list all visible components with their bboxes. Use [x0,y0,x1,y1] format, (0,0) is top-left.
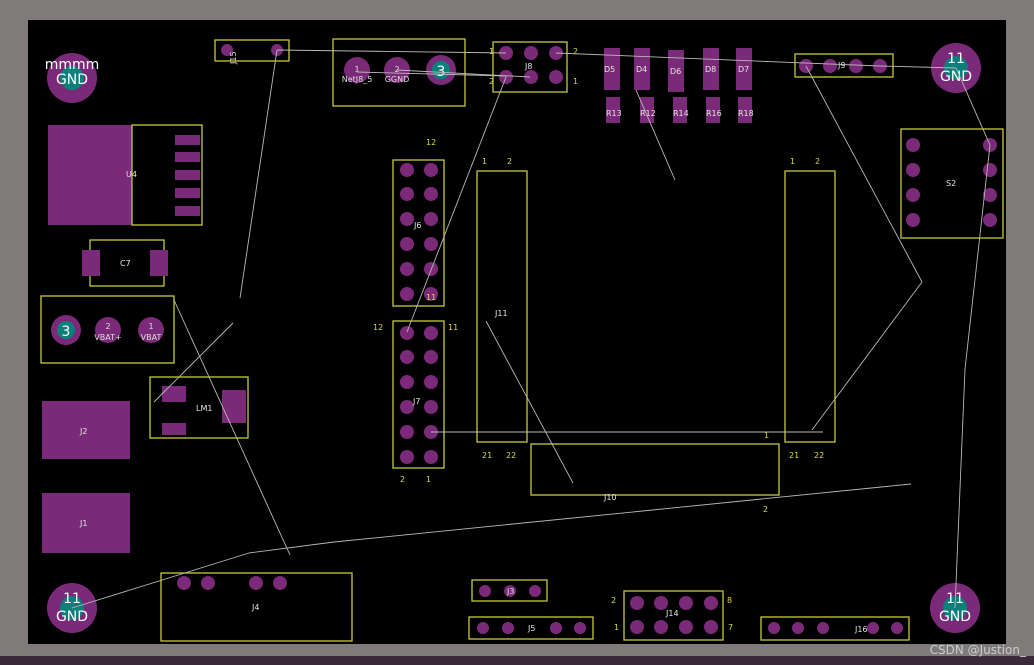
refdes-j16: J16 [854,625,868,634]
j14[interactable]: J14 2 8 1 7 [611,590,733,641]
hole-net: GND [940,69,972,85]
j12-bottom-label: 21 [789,451,799,460]
j10-left-label: 1 [764,431,769,440]
refdes-r14: R14 [673,109,689,118]
j12-bottom-label-2: 22 [814,451,824,460]
j11[interactable]: J11 1 2 21 22 [476,157,528,460]
refdes-j14: J14 [665,609,679,618]
mounting-hole-top-left[interactable]: mmmm GND [45,53,100,103]
pin-label: 2 [394,65,399,74]
refdes-j11: J11 [494,309,508,318]
refdes-lm1: LM1 [196,404,212,413]
j15[interactable]: J15 [214,39,290,65]
refdes-j4: J4 [251,603,259,612]
j8-pin2: 2 [573,47,578,56]
j8-pin1: 1 [489,47,494,56]
pin-label: 3 [62,324,71,340]
j1[interactable]: J1 [42,493,130,553]
refdes-j3: J3 [506,587,514,596]
refdes-j15: J15 [229,51,238,65]
hole-net: GND [939,609,971,625]
refdes-r13: R13 [606,109,622,118]
refdes-d5: D5 [604,65,615,74]
j12-top-label: 1 [790,157,795,166]
hole-net: GND [56,609,88,625]
j6-top-label: 12 [426,138,436,147]
refdes-j5: J5 [527,624,535,633]
j7-top-label-2: 11 [448,323,458,332]
j3[interactable]: J3 [471,579,548,602]
j14-right-label-2: 7 [728,623,733,632]
j8[interactable]: J8 1 2 2 1 [489,41,578,93]
battery-terminal[interactable]: 3 2 1 VBAT+ VBAT [40,295,175,364]
j7-top-label: 12 [373,323,383,332]
refdes-j1: J1 [79,519,87,528]
refdes-d6: D6 [670,67,681,76]
refdes-j8: J8 [524,62,532,71]
diodes-row[interactable]: D5 D4 D6 D8 D7 [604,48,752,92]
hole-name: 11 [63,591,81,607]
j5[interactable]: J5 [468,616,594,640]
refdes-j9: J9 [837,61,845,70]
j8-pin3: 2 [489,77,494,86]
j16[interactable]: J16 [760,616,910,641]
watermark: CSDN @Justion_ [929,643,1026,657]
j6[interactable]: J6 12 11 [392,138,445,307]
net-label: NetJ8_5 [342,75,373,84]
net-label: GGND [385,75,410,84]
net-label: VBAT+ [94,333,121,342]
refdes-d8: D8 [705,65,716,74]
top-terminal[interactable]: 1 2 3 NetJ8_5 GGND [332,38,466,107]
hole-name: 11 [947,51,965,67]
j12[interactable]: 1 2 21 22 [784,157,836,460]
pcb-board[interactable] [28,20,1006,644]
c7[interactable]: C7 [82,239,168,287]
j11-bottom-label: 21 [482,451,492,460]
j7[interactable]: J7 12 11 2 1 [373,320,458,484]
pin-label: 1 [354,65,359,74]
bottom-strip [0,656,1034,665]
pin-label: 1 [148,322,153,331]
u4-package[interactable]: U4 [48,124,203,226]
j4[interactable]: J4 [160,572,353,642]
j8-pin4: 1 [573,77,578,86]
j11-top-label-2: 2 [507,157,512,166]
hole-net: GND [56,72,88,88]
s2[interactable]: S2 [900,128,1004,239]
resistor-row[interactable]: R13 R12 R14 R16 R18 [606,97,754,123]
refdes-d7: D7 [738,65,749,74]
refdes-d4: D4 [636,65,647,74]
refdes-u4: U4 [126,170,137,179]
refdes-r18: R18 [738,109,754,118]
pin-label: 2 [105,322,110,331]
j7-bottom-label-2: 1 [426,475,431,484]
refdes-j7: J7 [412,397,420,406]
j10[interactable]: J10 1 2 [530,431,780,514]
j10-right-label: 2 [763,505,768,514]
hole-name: mmmm [45,57,100,73]
refdes-j10: J10 [603,493,617,502]
refdes-s2: S2 [946,179,956,188]
refdes-r16: R16 [706,109,722,118]
refdes-j2: J2 [79,427,87,436]
j14-right-label: 8 [727,596,732,605]
lm1[interactable]: LM1 [149,376,249,439]
net-label: VBAT [141,333,162,342]
j7-bottom-label: 2 [400,475,405,484]
refdes-j6: J6 [413,221,421,230]
j12-top-label-2: 2 [815,157,820,166]
j11-top-label: 1 [482,157,487,166]
refdes-r12: R12 [640,109,656,118]
refdes-c7: C7 [120,259,131,268]
j2[interactable]: J2 [42,401,130,459]
j14-left-label-2: 1 [614,623,619,632]
j11-bottom-label-2: 22 [506,451,516,460]
j14-left-label: 2 [611,596,616,605]
j6-bottom-label: 11 [426,293,436,302]
ratsnest [71,49,991,609]
